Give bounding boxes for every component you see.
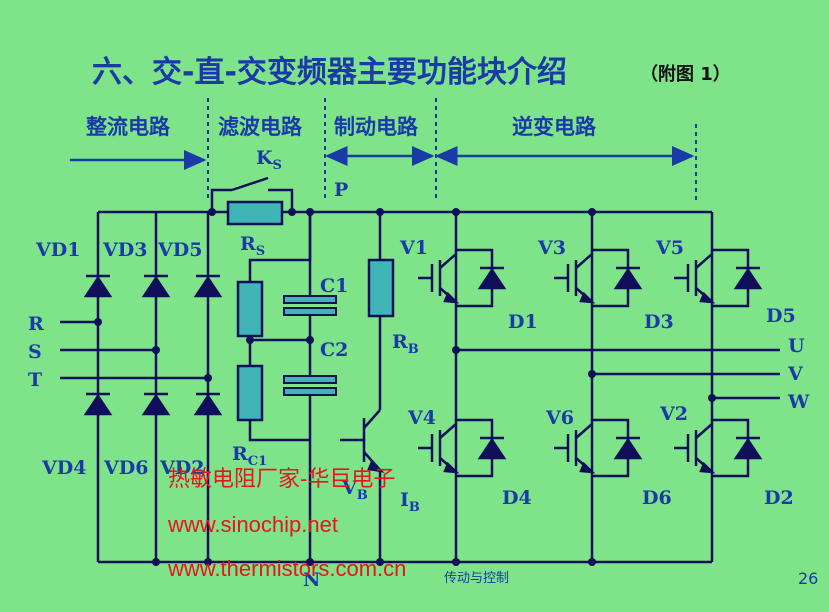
capacitor-c2-plate-b [283, 387, 337, 396]
diode-vd4 [83, 392, 113, 416]
section-inverter: 逆变电路 [512, 115, 597, 139]
label-d2: D2 [764, 487, 794, 509]
label-r: R [28, 313, 44, 335]
resistors [226, 200, 395, 422]
section-brake: 制动电路 [334, 115, 419, 139]
label-rs: RS [240, 233, 265, 259]
label-c2: C2 [320, 339, 348, 361]
label-vd1: VD1 [35, 239, 80, 261]
inverter-switches [418, 248, 763, 478]
capacitor-c2-plate-a [283, 375, 337, 384]
label-v: V [787, 363, 804, 385]
label-vd2: VD2 [159, 457, 204, 479]
footer-text: 传动与控制 [444, 571, 509, 586]
resistor-rc1-bottom [236, 364, 264, 422]
title: 六、交-直-交变频器主要功能块介绍 [92, 55, 567, 90]
label-s: S [28, 341, 42, 363]
igbt-v4 [418, 418, 507, 478]
igbt-v6 [554, 418, 643, 478]
label-v4: V4 [407, 407, 436, 429]
labels: KS RS RC1 C1 C2 P N RB VB IB R S T U V W… [28, 147, 810, 591]
resistor-rc1-top [236, 280, 264, 338]
igbt-v5 [674, 248, 763, 308]
label-vd4: VD4 [41, 457, 86, 479]
label-d3: D3 [644, 311, 674, 333]
label-vd5: VD5 [157, 239, 202, 261]
capacitor-c1-plate-a [283, 295, 337, 304]
figure-ref: （附图 1） [640, 63, 731, 85]
igbt-v2 [674, 418, 763, 478]
label-u: U [788, 335, 805, 357]
watermark-line1: 热敏电阻厂家-华巨电子 [168, 466, 396, 491]
label-w: W [787, 391, 810, 413]
label-v2: V2 [659, 403, 688, 425]
section-dividers [207, 98, 697, 200]
label-ib: IB [400, 489, 420, 515]
diode-vd2 [193, 392, 223, 416]
section-arrows [70, 146, 695, 170]
label-d4: D4 [502, 487, 532, 509]
diode-vd3 [141, 274, 171, 298]
watermark-line2: www.sinochip.net [168, 512, 338, 537]
capacitors [283, 295, 337, 396]
diode-vd5 [193, 274, 223, 298]
label-v1: V1 [399, 237, 428, 259]
brake-transistor [340, 409, 385, 473]
rectifier-diodes [83, 274, 223, 416]
label-vd6: VD6 [103, 457, 148, 479]
label-rc1: RC1 [232, 443, 267, 469]
label-d5: D5 [766, 305, 796, 327]
page-number: 26 [798, 569, 818, 588]
section-filter: 滤波电路 [218, 115, 303, 139]
section-rectifier: 整流电路 [86, 115, 171, 139]
label-v5: V5 [655, 237, 684, 259]
label-n: N [303, 569, 320, 591]
diode-vd1 [83, 274, 113, 298]
label-v3: V3 [537, 237, 566, 259]
watermark-line3: www.thermistors.com.cn [168, 556, 407, 581]
label-vd3: VD3 [102, 239, 147, 261]
label-c1: C1 [320, 275, 348, 297]
capacitor-c1-plate-b [283, 307, 337, 316]
junctions [94, 208, 716, 566]
label-ks: KS [256, 147, 282, 173]
label-d6: D6 [642, 487, 672, 509]
label-p: P [334, 179, 348, 201]
igbt-v1 [418, 248, 507, 308]
label-d1: D1 [508, 311, 538, 333]
label-t: T [28, 369, 42, 391]
label-rb: RB [392, 331, 419, 357]
label-v6: V6 [545, 407, 574, 429]
label-vb: VB [341, 477, 368, 503]
resistor-rs [226, 200, 284, 226]
wires [60, 176, 780, 564]
resistor-rb [367, 258, 395, 318]
diode-vd6 [141, 392, 171, 416]
igbt-v3 [554, 248, 643, 308]
